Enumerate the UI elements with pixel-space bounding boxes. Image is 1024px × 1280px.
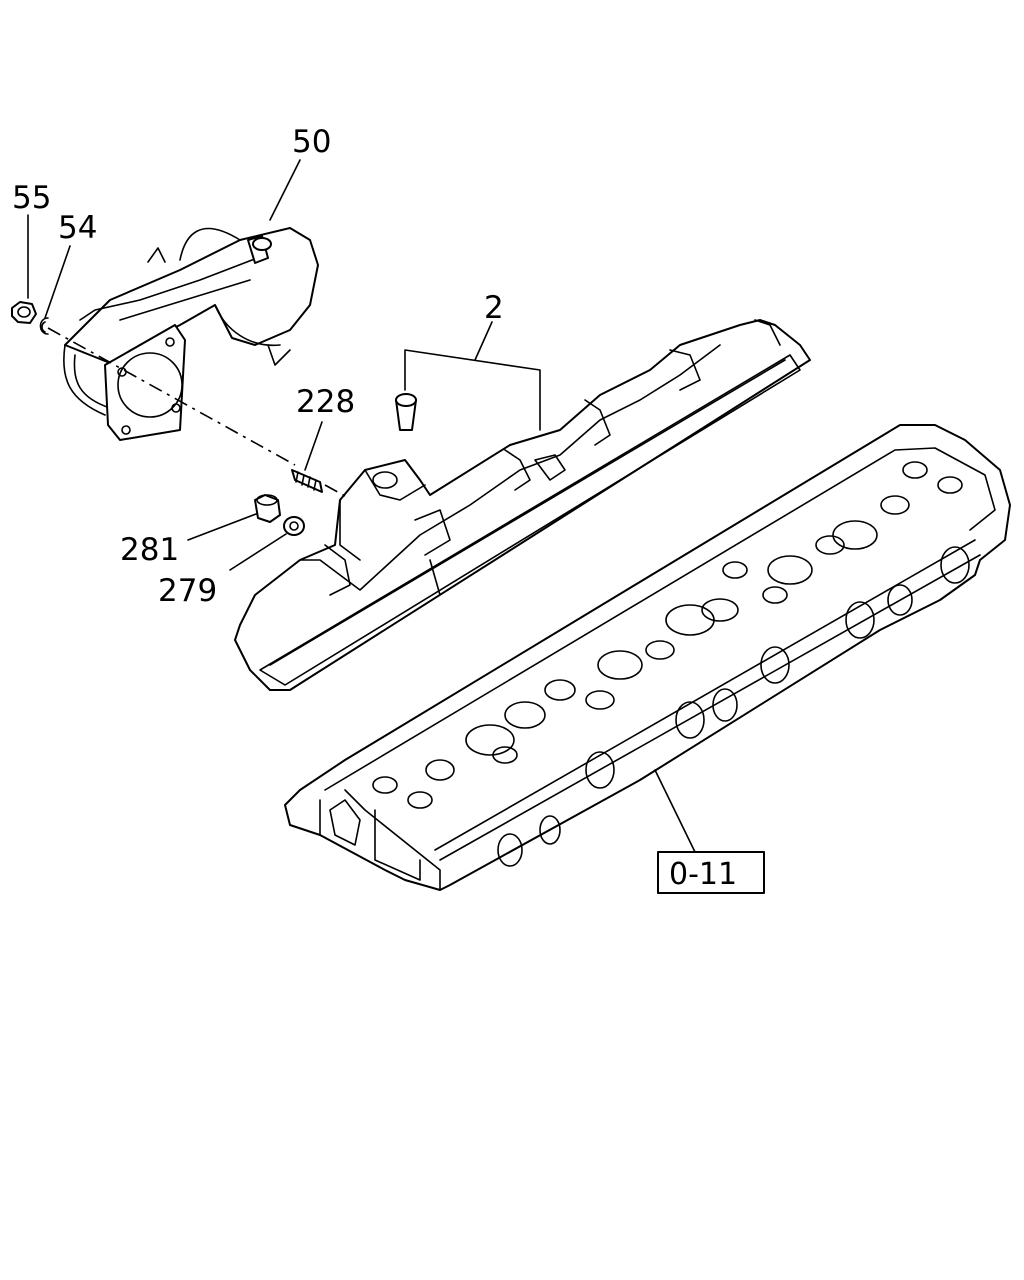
label-228: 228 bbox=[296, 384, 355, 420]
washer-279 bbox=[283, 516, 305, 536]
label-281: 281 bbox=[120, 532, 179, 568]
elbow-pipe bbox=[63, 227, 319, 416]
leader-2 bbox=[404, 349, 541, 431]
stud-228 bbox=[291, 469, 323, 493]
nut-55 bbox=[11, 301, 37, 324]
exhaust-manifold bbox=[234, 319, 811, 691]
manifold-bolt bbox=[395, 393, 417, 431]
leader-281 bbox=[187, 513, 257, 541]
label-279: 279 bbox=[158, 573, 217, 609]
label-55: 55 bbox=[12, 180, 51, 216]
elbow-flange bbox=[104, 324, 186, 441]
cylinder-head bbox=[284, 424, 1011, 891]
label-2: 2 bbox=[484, 290, 504, 326]
leader-279 bbox=[229, 533, 287, 571]
leader-228 bbox=[304, 421, 323, 471]
label-54: 54 bbox=[58, 210, 97, 246]
label-50: 50 bbox=[292, 124, 331, 160]
leader-54 bbox=[44, 245, 71, 319]
alignment-line bbox=[47, 327, 296, 466]
washer-54 bbox=[39, 317, 49, 335]
ref-label: 0-11 bbox=[669, 857, 737, 892]
leader-ref bbox=[654, 769, 696, 853]
leader-50 bbox=[269, 159, 301, 221]
plug-281 bbox=[254, 494, 281, 523]
ref-box bbox=[657, 851, 765, 894]
